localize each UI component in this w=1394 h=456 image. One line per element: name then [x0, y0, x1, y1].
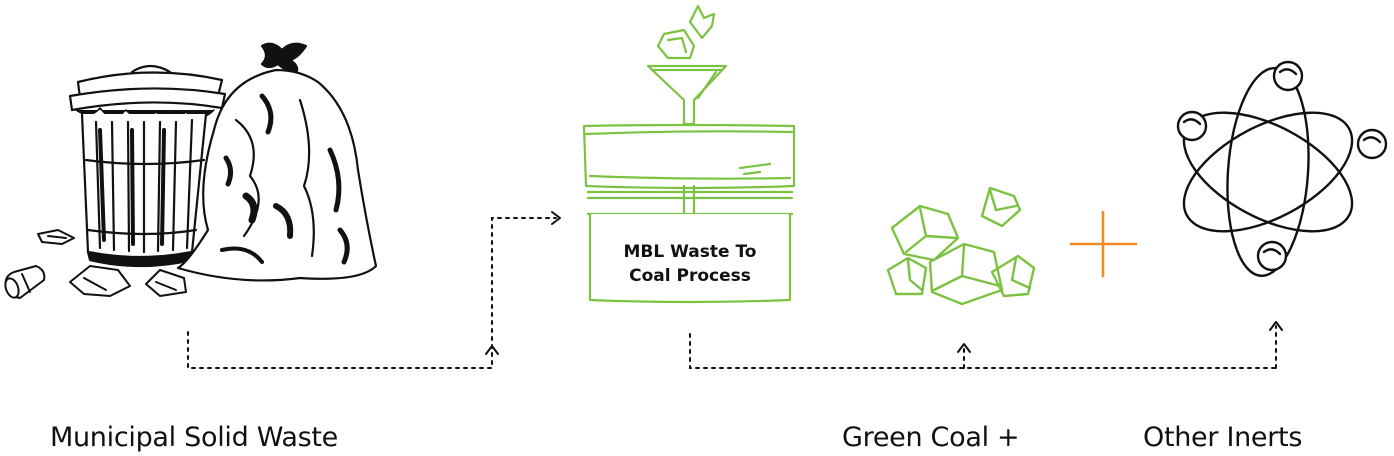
input-label: Municipal Solid Waste — [50, 422, 338, 453]
arrow-head-up-1 — [485, 345, 499, 355]
output-label-coal: Green Coal + — [842, 422, 1020, 453]
process-label-line1: MBL Waste To — [623, 242, 757, 262]
arrow-head-up-3 — [1269, 321, 1283, 331]
arrow-head-right — [551, 211, 561, 225]
garbage-bag-icon — [176, 42, 378, 282]
plus-icon — [1069, 210, 1138, 278]
arrow-head-up-2 — [957, 343, 971, 353]
output-label-inerts: Other Inerts — [1143, 422, 1303, 453]
arrow-heads — [485, 211, 1283, 355]
machine-icon — [582, 123, 796, 304]
waste-to-process-connector — [187, 217, 557, 369]
funnel-icon — [646, 4, 728, 126]
coal-chunks-icon — [886, 186, 1036, 306]
process-label: MBL Waste To Coal Process — [598, 240, 782, 288]
atom-icon — [1176, 60, 1388, 277]
process-label-line2: Coal Process — [629, 266, 751, 286]
trash-can-icon — [68, 64, 227, 268]
connector-arrows — [187, 217, 1277, 369]
process-to-output-connector — [689, 333, 1277, 369]
litter-scraps-icon — [4, 229, 187, 299]
